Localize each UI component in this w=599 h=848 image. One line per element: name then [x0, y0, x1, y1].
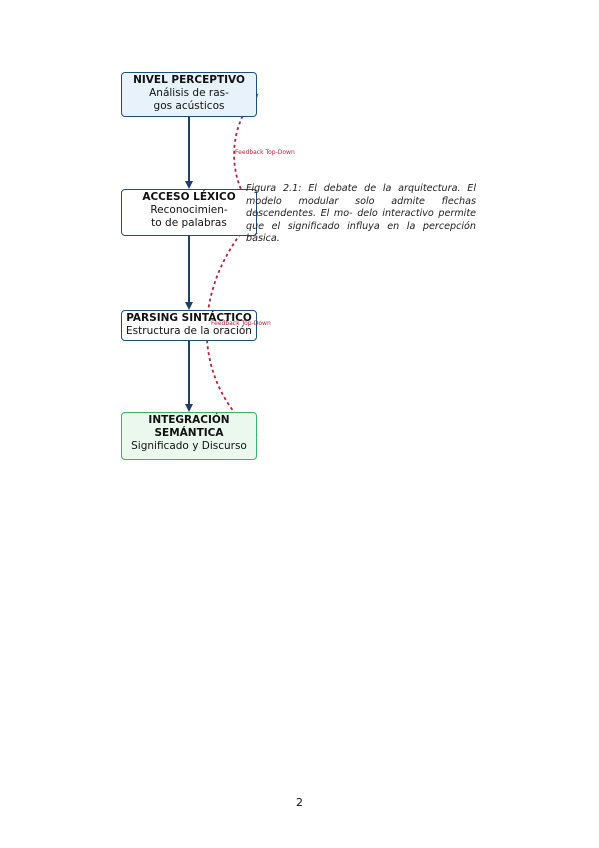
node-subtitle: Significado y Discurso — [131, 440, 247, 452]
node-semantic-integration: INTEGRACIÓN SEMÁNTICA Significado y Disc… — [121, 412, 257, 460]
figure-caption: Figura 2.1: El debate de la arquitectura… — [246, 183, 476, 244]
feedback-label-upper: Feedback Top-Down — [235, 149, 295, 156]
page-number: 2 — [296, 796, 303, 809]
node-syntactic-parsing: PARSING SINTÁCTICO Estructura de la orac… — [121, 310, 257, 341]
node-title: NIVEL PERCEPTIVO — [133, 74, 245, 86]
node-lexical-access: ACCESO LÉXICO Reconocimien- to de palabr… — [121, 189, 257, 236]
node-title: PARSING SINTÁCTICO — [126, 312, 252, 324]
node-subtitle: Reconocimien- to de palabras — [150, 204, 228, 229]
node-perceptive-level: NIVEL PERCEPTIVO Análisis de ras- gos ac… — [121, 72, 257, 117]
node-subtitle: Análisis de ras- gos acústicos — [149, 87, 229, 112]
node-title: INTEGRACIÓN SEMÁNTICA — [148, 414, 230, 439]
node-title: ACCESO LÉXICO — [142, 191, 236, 203]
node-subtitle: Estructura de la oración — [126, 325, 252, 337]
feedback-label-lower: Feedback Top-Down — [211, 320, 271, 327]
